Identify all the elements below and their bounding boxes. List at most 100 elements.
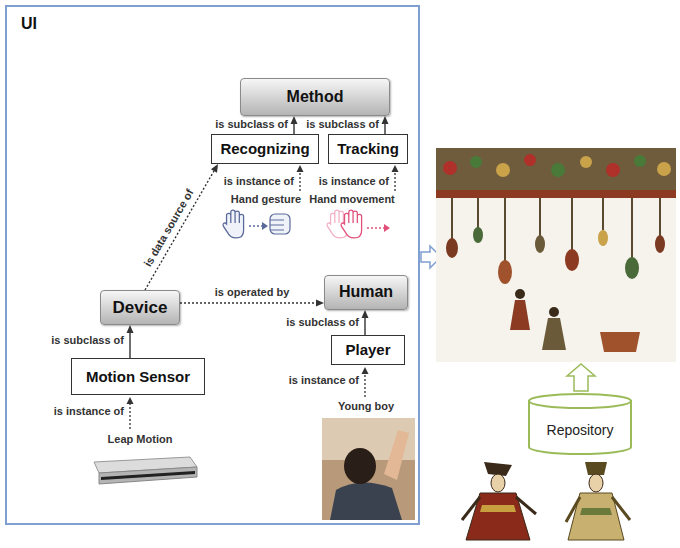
hanging-puppet	[446, 238, 458, 258]
leap-device-strip	[101, 471, 195, 480]
instance-arrow	[394, 172, 395, 191]
relation-connector	[127, 325, 134, 358]
hanging-puppet	[655, 235, 665, 253]
instance-arrowhead	[297, 165, 304, 172]
class-box: Device	[100, 290, 180, 325]
relation-label: is instance of	[53, 405, 125, 418]
beam-ornament	[634, 155, 646, 167]
node-label: Recognizing	[220, 140, 309, 157]
hanging-puppet	[535, 235, 545, 253]
subclass-box: Tracking	[328, 134, 408, 164]
relation-connector	[145, 164, 218, 290]
node-label: UI	[21, 15, 37, 33]
subclass-box: Player	[331, 335, 405, 365]
photo-ground	[322, 418, 415, 520]
stage-figure	[510, 300, 530, 330]
hanging-puppet	[598, 230, 608, 246]
scene-beam	[436, 148, 676, 190]
beam-ornament	[470, 156, 482, 168]
gesture-arrowhead	[262, 222, 268, 230]
instance-arrowhead	[362, 367, 369, 374]
arrowhead	[316, 300, 324, 307]
node-label: Motion Sensor	[86, 368, 190, 385]
boy-arm	[384, 430, 409, 480]
beam-ornament	[443, 161, 457, 175]
instance-label: Leap Motion	[107, 433, 174, 446]
hanging-puppet	[498, 260, 512, 284]
arrowhead	[362, 310, 369, 318]
puppet-head	[491, 474, 505, 492]
node-label: Repository	[547, 422, 614, 438]
hanging-strands	[452, 198, 660, 262]
relation-label: is operated by	[214, 286, 291, 299]
connector-line	[364, 318, 365, 335]
relation-connector	[180, 300, 324, 307]
puppet-head	[589, 474, 603, 492]
node-label: Device	[113, 298, 168, 318]
instance-label: Hand gesture	[230, 193, 302, 206]
puppet-hat	[585, 462, 607, 475]
stage-figure-head	[515, 289, 525, 299]
arrowhead	[211, 164, 218, 173]
relation-label: is instance of	[288, 374, 360, 387]
instance-label: Hand movement	[308, 193, 396, 206]
stage-figure	[542, 318, 566, 350]
ui-panel: UI MethodRecognizing TrackingDevice HumanMo…	[5, 5, 420, 525]
connector-line	[145, 171, 214, 290]
movement-arrow	[367, 227, 384, 229]
gesture-arrow	[249, 225, 262, 227]
cylinder-top	[529, 394, 631, 408]
leap-device-front	[99, 467, 197, 484]
beam-ornament	[580, 156, 592, 168]
relation-label: is instance of	[318, 175, 390, 188]
beam-ornament	[496, 163, 510, 177]
repository-arrow	[567, 364, 595, 391]
relation-connector	[291, 116, 298, 134]
relation-label: is data source of	[141, 186, 197, 270]
relation-label: is subclass of	[50, 334, 125, 347]
relation-connector	[382, 116, 389, 134]
class-box: Human	[324, 275, 408, 310]
fist-icon	[270, 214, 290, 234]
node-label: Human	[339, 283, 393, 301]
puppet-band	[580, 508, 612, 515]
beam-ornament	[657, 162, 671, 176]
boy-head	[344, 448, 376, 484]
hanging-puppet	[473, 227, 483, 243]
puppet-band	[480, 505, 516, 512]
node-label: Player	[345, 341, 390, 358]
instance-arrowhead	[392, 165, 399, 172]
arrowhead	[382, 116, 389, 124]
boy-body	[330, 482, 402, 520]
relation-label: is instance of	[223, 175, 295, 188]
connector-line	[129, 333, 130, 358]
node-label: Tracking	[337, 140, 399, 157]
stage-figure-head	[549, 307, 559, 317]
scene-beam-trim	[436, 190, 676, 198]
scene-backdrop	[436, 148, 676, 362]
instance-arrow	[364, 374, 365, 397]
instance-arrow	[129, 404, 130, 429]
connector-line	[384, 124, 385, 134]
subclass-box: Motion Sensor	[71, 358, 205, 395]
hanging-puppet	[625, 257, 639, 279]
puppet-arms	[566, 497, 630, 522]
beam-ornament	[524, 154, 536, 166]
relation-label: is subclass of	[305, 118, 380, 131]
puppet-arms	[462, 497, 536, 520]
arrowhead	[127, 325, 134, 333]
hand-icon	[223, 210, 244, 238]
hand-icon	[341, 210, 362, 238]
relation-label: is subclass of	[285, 316, 360, 329]
class-box: Method	[240, 78, 390, 116]
instance-arrow	[299, 172, 300, 191]
subclass-box: Recognizing	[211, 134, 319, 164]
fist-fingers	[270, 220, 284, 230]
node-label: Method	[287, 88, 344, 106]
beam-ornament	[606, 163, 620, 177]
movement-arrowhead	[384, 224, 390, 232]
connector-line	[180, 302, 316, 303]
